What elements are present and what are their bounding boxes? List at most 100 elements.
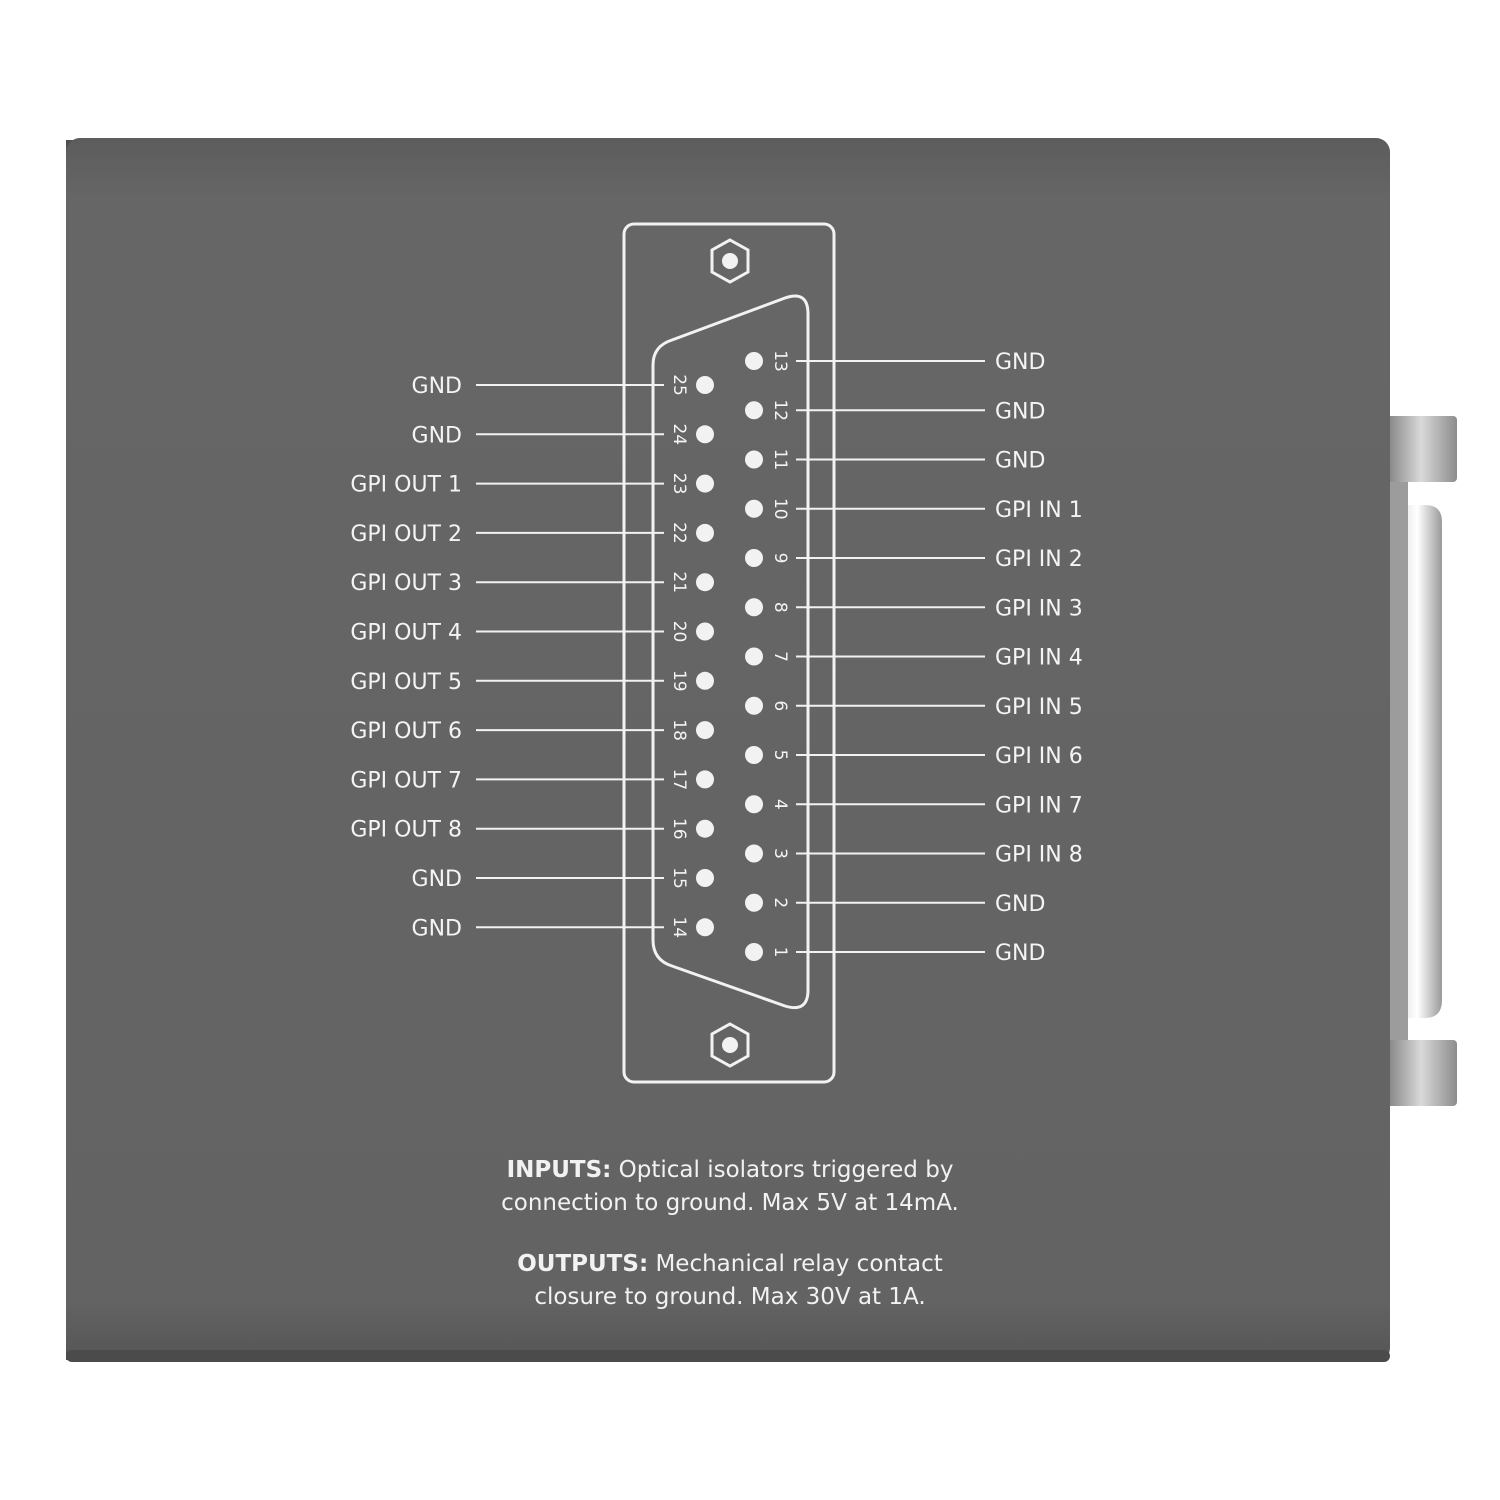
pin-label: GPI IN 8 [995,843,1083,868]
outputs-heading: OUTPUTS: [517,1251,649,1277]
connector-frame [622,222,836,1084]
pin-21: 21 GPI OUT 3 [350,571,714,596]
pin-number: 24 [669,423,689,445]
pin-dot [745,352,763,370]
pin-dot [696,474,714,493]
pin-dot [696,721,714,740]
lower-standoff-icon [1385,1040,1457,1106]
pin-number: 12 [770,399,790,421]
inputs-line2: connection to ground. Max 5V at 14mA. [501,1190,959,1216]
pin-4: 4 GPI IN 7 [745,793,1083,818]
outputs-line2: closure to ground. Max 30V at 1A. [534,1284,926,1310]
pin-dot [745,598,763,617]
pin-number: 23 [669,473,689,495]
panel-bottom-edge [66,1350,1390,1362]
pin-number: 10 [770,498,790,520]
pin-12: 12 GND [745,399,1045,424]
pin-dot [745,450,763,469]
pin-number: 17 [669,769,689,791]
pin-6: 6 GPI IN 5 [745,695,1083,720]
pin-label: GND [412,423,462,448]
pin-dot [696,869,714,887]
pin-number: 11 [770,449,790,471]
pin-dot [745,795,763,814]
pin-16: 16 GPI OUT 8 [350,818,714,843]
pin-9: 9 GPI IN 2 [745,547,1083,572]
pin-dot [696,573,714,592]
pin-label: GND [995,449,1045,474]
pin-label: GPI OUT 4 [350,621,462,646]
pin-17: 17 GPI OUT 7 [350,768,714,793]
pin-number: 1 [770,947,790,958]
pin-label: GPI IN 3 [995,596,1083,621]
pin-2: 2 GND [745,892,1045,917]
pin-label: GPI OUT 3 [350,571,462,596]
pin-dot [745,401,763,420]
pin-1: 1 GND [745,941,1045,966]
hex-screw-icon [710,1022,750,1068]
pin-label: GND [995,892,1045,917]
pin-dot [696,819,714,838]
pin-label: GND [412,916,462,941]
pin-number: 21 [669,571,689,593]
pin-label: GPI IN 5 [995,695,1083,720]
pin-label: GPI OUT 5 [350,670,462,695]
pin-dot [696,770,714,789]
pin-label: GPI IN 1 [995,498,1083,523]
pin-label: GPI IN 6 [995,744,1083,769]
pin-number: 4 [770,799,790,810]
pin-label: GND [995,941,1045,966]
inputs-heading: INPUTS: [506,1157,612,1183]
pin-label: GND [412,867,462,892]
pin-number: 9 [770,553,790,564]
hex-screw-icon [710,238,750,284]
pin-label: GPI OUT 8 [350,818,462,843]
pin-8: 8 GPI IN 3 [745,596,1083,621]
pin-number: 6 [770,700,790,711]
pin-number: 8 [770,602,790,613]
pin-number: 16 [669,818,689,840]
pin-label: GND [412,374,462,399]
inputs-line1: Optical isolators triggered by [618,1157,954,1183]
pin-number: 3 [770,848,790,859]
pin-number: 13 [770,350,790,372]
pin-dot [696,671,714,690]
dsub-outline [651,294,810,1010]
panel-face [66,138,1390,1362]
pin-label: GND [995,399,1045,424]
pin-number: 19 [669,670,689,692]
pin-3: 3 GPI IN 8 [745,843,1083,868]
inputs-note: INPUTS: Optical isolators triggered by c… [400,1154,1060,1220]
pin-label: GPI OUT 1 [350,473,462,498]
pin-dot [745,943,763,961]
pin-14: 14 GND [412,916,714,941]
pin-number: 14 [669,916,689,938]
pin-number: 2 [770,897,790,908]
pin-number: 18 [669,719,689,741]
pin-11: 11 GND [745,449,1045,474]
pin-dot [745,696,763,715]
pin-number: 22 [669,522,689,544]
pin-dot [745,844,763,863]
pin-24: 24 GND [412,423,714,448]
pin-label: GPI IN 7 [995,793,1083,818]
pin-23: 23 GPI OUT 1 [350,473,714,498]
pin-dot [696,622,714,641]
pin-label: GPI IN 4 [995,646,1083,671]
pin-label: GPI OUT 7 [350,768,462,793]
outputs-line1: Mechanical relay contact [655,1251,943,1277]
pin-dot [745,893,763,912]
upper-standoff-icon [1385,416,1457,482]
pin-label: GPI IN 2 [995,547,1083,572]
pin-dot [696,523,714,542]
